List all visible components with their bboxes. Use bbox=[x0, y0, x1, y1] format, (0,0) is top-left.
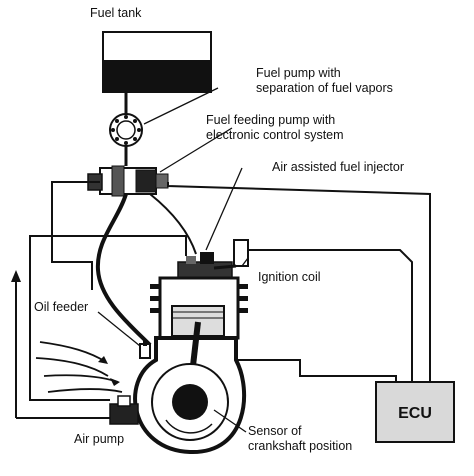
fuel-line-injector bbox=[149, 193, 197, 255]
fuel-pump bbox=[109, 113, 143, 147]
return-line bbox=[51, 181, 100, 290]
fuel-tank-label: Fuel tank bbox=[90, 6, 142, 20]
sensor-label-line2: crankshaft position bbox=[248, 439, 353, 453]
oil-feeder bbox=[139, 340, 151, 359]
arrow-up-icon bbox=[11, 270, 21, 282]
fuel-pump-label-line2: separation of fuel vapors bbox=[256, 81, 393, 95]
feeding-pump-label-line2: electronic control system bbox=[206, 128, 344, 142]
ecu-label: ECU bbox=[398, 405, 432, 422]
sensor-label-line1: Sensor of bbox=[248, 424, 302, 438]
air-pump bbox=[109, 395, 139, 425]
ignition-coil-label: Ignition coil bbox=[258, 270, 321, 284]
air-line bbox=[29, 235, 187, 401]
wire-coil-ecu bbox=[248, 249, 413, 382]
air-pump-label: Air pump bbox=[74, 432, 125, 446]
injector-label: Air assisted fuel injector bbox=[272, 160, 405, 174]
airflow-arrows bbox=[35, 341, 123, 393]
fuel-pump-label-line1: Fuel pump with bbox=[256, 66, 341, 80]
wire-sensor-ecu bbox=[236, 359, 397, 382]
wire-pump-ecu bbox=[167, 182, 431, 382]
ignition-coil bbox=[213, 239, 249, 270]
feeding-pump-label-line1: Fuel feeding pump with bbox=[206, 113, 336, 127]
engine bbox=[133, 252, 248, 455]
arrow-right-icon bbox=[110, 378, 120, 386]
arrow-right-icon bbox=[98, 356, 108, 364]
ecu-box: ECU bbox=[375, 381, 455, 443]
leader-lines bbox=[97, 87, 249, 433]
oil-feeder-label: Oil feeder bbox=[34, 300, 89, 314]
fuel-line-main bbox=[95, 193, 152, 347]
fuel-feeding-pump bbox=[87, 165, 169, 197]
fuel-tank bbox=[102, 31, 212, 93]
